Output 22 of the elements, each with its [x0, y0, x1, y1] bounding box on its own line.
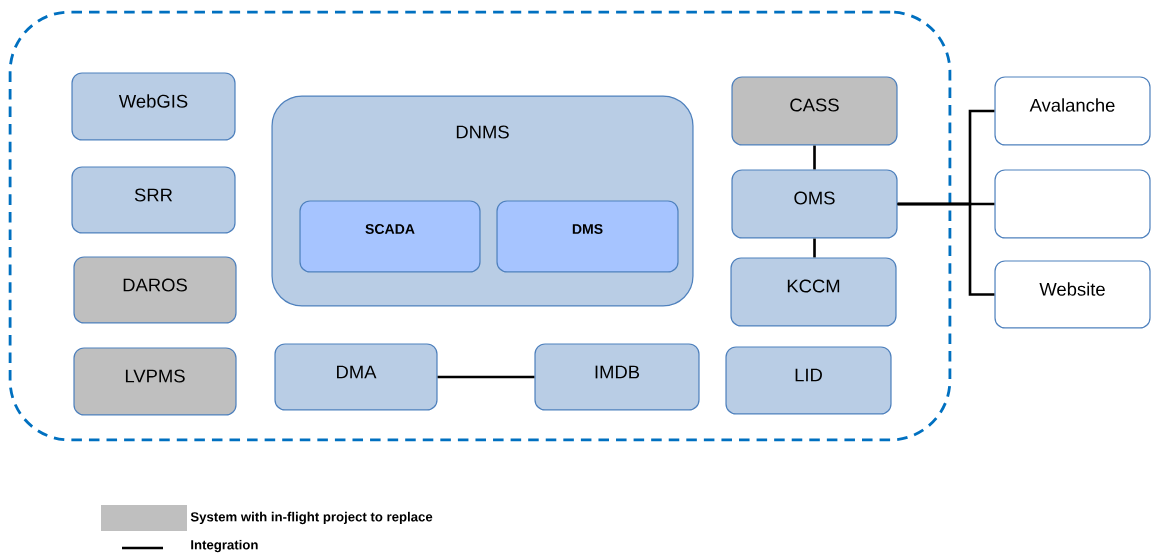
external-system-box	[994, 169, 1151, 239]
external-system-box: Avalanche	[994, 76, 1151, 146]
module-box: DMS	[496, 200, 679, 273]
system-box: KCCM	[730, 257, 897, 327]
system-box: CASS	[731, 76, 898, 146]
legend-text: System with in-flight project to replace	[190, 511, 433, 525]
connector-line	[813, 145, 816, 170]
system-box: LID	[725, 346, 892, 415]
legend-text: Integration	[191, 539, 258, 553]
connector-line	[813, 238, 816, 258]
system-box: DMA	[274, 343, 438, 411]
module-box: SCADA	[299, 200, 481, 273]
connector-line	[437, 375, 535, 379]
system-boundary	[8, 10, 952, 442]
external-system-box: Website	[994, 260, 1151, 329]
connector-line	[897, 202, 995, 296]
system-box: IMDB	[534, 343, 700, 411]
system-box: WebGIS	[71, 72, 236, 141]
system-box: OMS	[731, 169, 898, 239]
system-box: SRR	[71, 166, 236, 234]
system-box: LVPMS	[73, 347, 237, 416]
system-box: DAROS	[73, 256, 237, 324]
